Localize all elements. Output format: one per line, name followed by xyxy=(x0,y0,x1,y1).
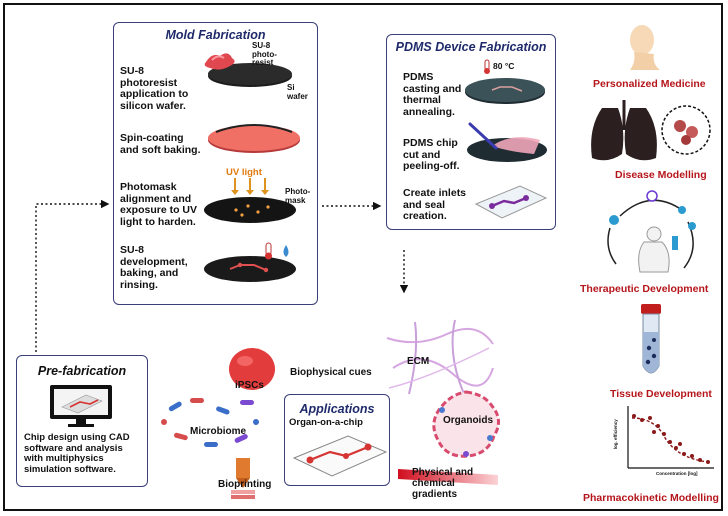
bioprinting-label: Bioprinting xyxy=(218,479,272,490)
head-silhouette-illustration xyxy=(630,25,660,70)
mold-step-2: Spin-coating and soft baking. xyxy=(120,132,201,156)
pdms-step-3: Create inlets and seal creation. xyxy=(403,187,467,222)
mold-fabrication-title: Mold Fabrication xyxy=(165,28,266,42)
pk-curve-chart xyxy=(627,406,714,469)
organoids-illustration xyxy=(432,390,500,458)
spin-coated-wafer-illustration xyxy=(208,124,300,153)
use-personalized-medicine: Personalized Medicine xyxy=(593,78,706,90)
uv-exposure-illustration xyxy=(204,178,296,223)
wafer-photoresist-illustration xyxy=(204,53,292,87)
organ-on-chip-illustration xyxy=(292,435,388,477)
use-tissue-development: Tissue Development xyxy=(610,388,712,400)
prefabrication-text: Chip design using CAD software and analy… xyxy=(24,432,130,475)
organ-on-chip-label: Organ-on-a-chip xyxy=(289,417,363,428)
label-photomask: Photo-mask xyxy=(285,187,311,205)
label-su8-photoresist: SU-8 photo-resist xyxy=(252,41,277,67)
prefabrication-title: Pre-fabrication xyxy=(37,364,127,378)
biophysical-cues-label: Biophysical cues xyxy=(290,367,372,378)
ecm-fiber-illustration xyxy=(386,319,494,397)
organoids-label: Organoids xyxy=(443,415,494,426)
ipscs-cell-illustration xyxy=(229,348,275,390)
pdms-casting-illustration xyxy=(465,59,545,104)
pdms-step-2: PDMS chip cut and peeling-off. xyxy=(403,137,460,172)
uv-light-label: UV light xyxy=(226,167,262,178)
bioprinting-illustration xyxy=(231,458,255,499)
mold-step-1: SU-8 photoresist application to silicon … xyxy=(120,65,189,112)
computer-monitor-icon xyxy=(50,385,112,427)
sealed-chip-illustration xyxy=(474,185,548,219)
development-wafer-illustration xyxy=(204,242,296,282)
temperature-label: 80 °C xyxy=(493,61,515,71)
ipscs-label: iPSCs xyxy=(235,380,264,391)
pdms-device-title: PDMS Device Fabrication xyxy=(395,40,547,54)
use-pharmacokinetic-modelling: Pharmacokinetic Modelling xyxy=(583,492,719,504)
ecm-label: ECM xyxy=(407,356,430,367)
pdms-peeling-illustration xyxy=(467,122,547,162)
pk-xlabel: Concentration [log] xyxy=(656,471,698,476)
test-tube-illustration xyxy=(641,304,661,374)
lungs-illustration xyxy=(591,100,711,161)
gradient-bar-illustration xyxy=(398,469,498,485)
use-disease-modelling: Disease Modelling xyxy=(615,169,707,181)
microbiome-label: Microbiome xyxy=(190,426,247,437)
gradients-label: Physical and chemical gradients xyxy=(412,467,474,500)
pdms-step-1: PDMS casting and thermal annealing. xyxy=(403,71,462,118)
mold-step-4: SU-8 development, baking, and rinsing. xyxy=(120,244,188,291)
figure-frame xyxy=(3,3,723,511)
use-therapeutic-development: Therapeutic Development xyxy=(580,283,709,295)
therapeutic-cycle-illustration xyxy=(607,190,696,273)
microbiome-illustration xyxy=(161,398,259,447)
applications-title: Applications xyxy=(299,402,375,416)
mold-step-3: Photomask alignment and exposure to UV l… xyxy=(120,181,198,228)
label-si-wafer: Si wafer xyxy=(287,83,308,101)
